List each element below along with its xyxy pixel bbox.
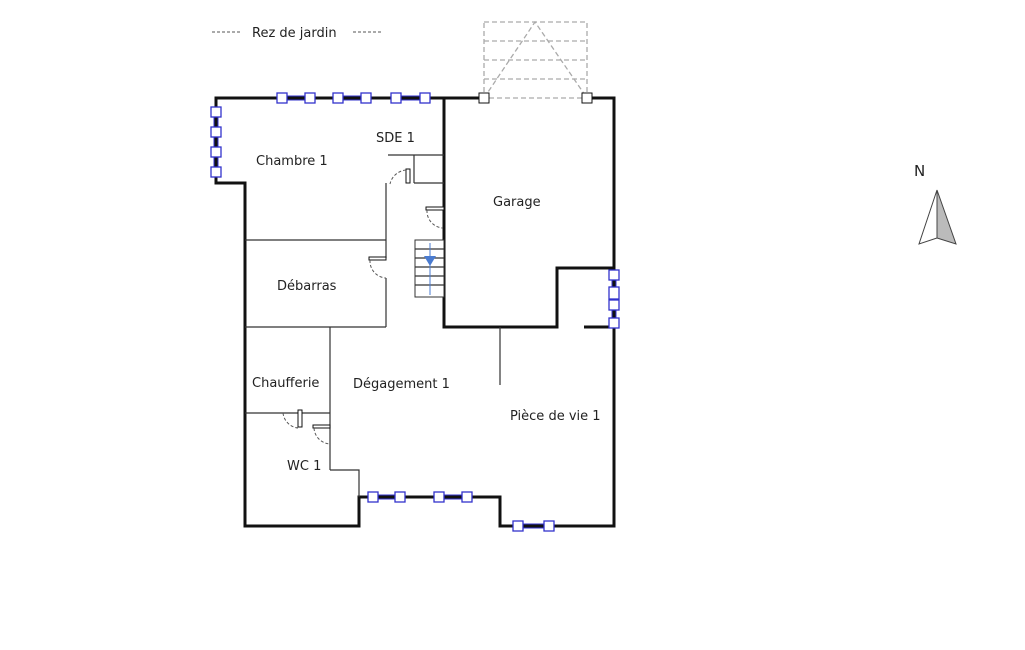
level-title: Rez de jardin	[212, 26, 382, 41]
room-label-piece-de-vie: Pièce de vie 1	[510, 409, 601, 424]
doors	[282, 168, 445, 445]
garage-post-right	[581, 92, 593, 104]
room-label-sde: SDE 1	[376, 131, 415, 146]
room-label-debarras: Débarras	[277, 279, 337, 294]
interior-walls	[245, 154, 501, 497]
room-label-wc: WC 1	[287, 459, 321, 474]
windows	[210, 92, 620, 532]
level-title-text: Rez de jardin	[252, 26, 337, 41]
staircase	[414, 239, 445, 298]
garage-post-left	[478, 92, 490, 104]
room-label-chaufferie: Chaufferie	[252, 376, 319, 391]
garage-door	[483, 20, 588, 99]
north-arrow-icon: N	[914, 162, 957, 245]
stair-arrow-icon	[424, 256, 436, 266]
room-label-degagement: Dégagement 1	[353, 377, 450, 392]
room-label-chambre: Chambre 1	[256, 154, 328, 169]
compass-label: N	[914, 162, 925, 180]
room-label-garage: Garage	[493, 195, 541, 210]
